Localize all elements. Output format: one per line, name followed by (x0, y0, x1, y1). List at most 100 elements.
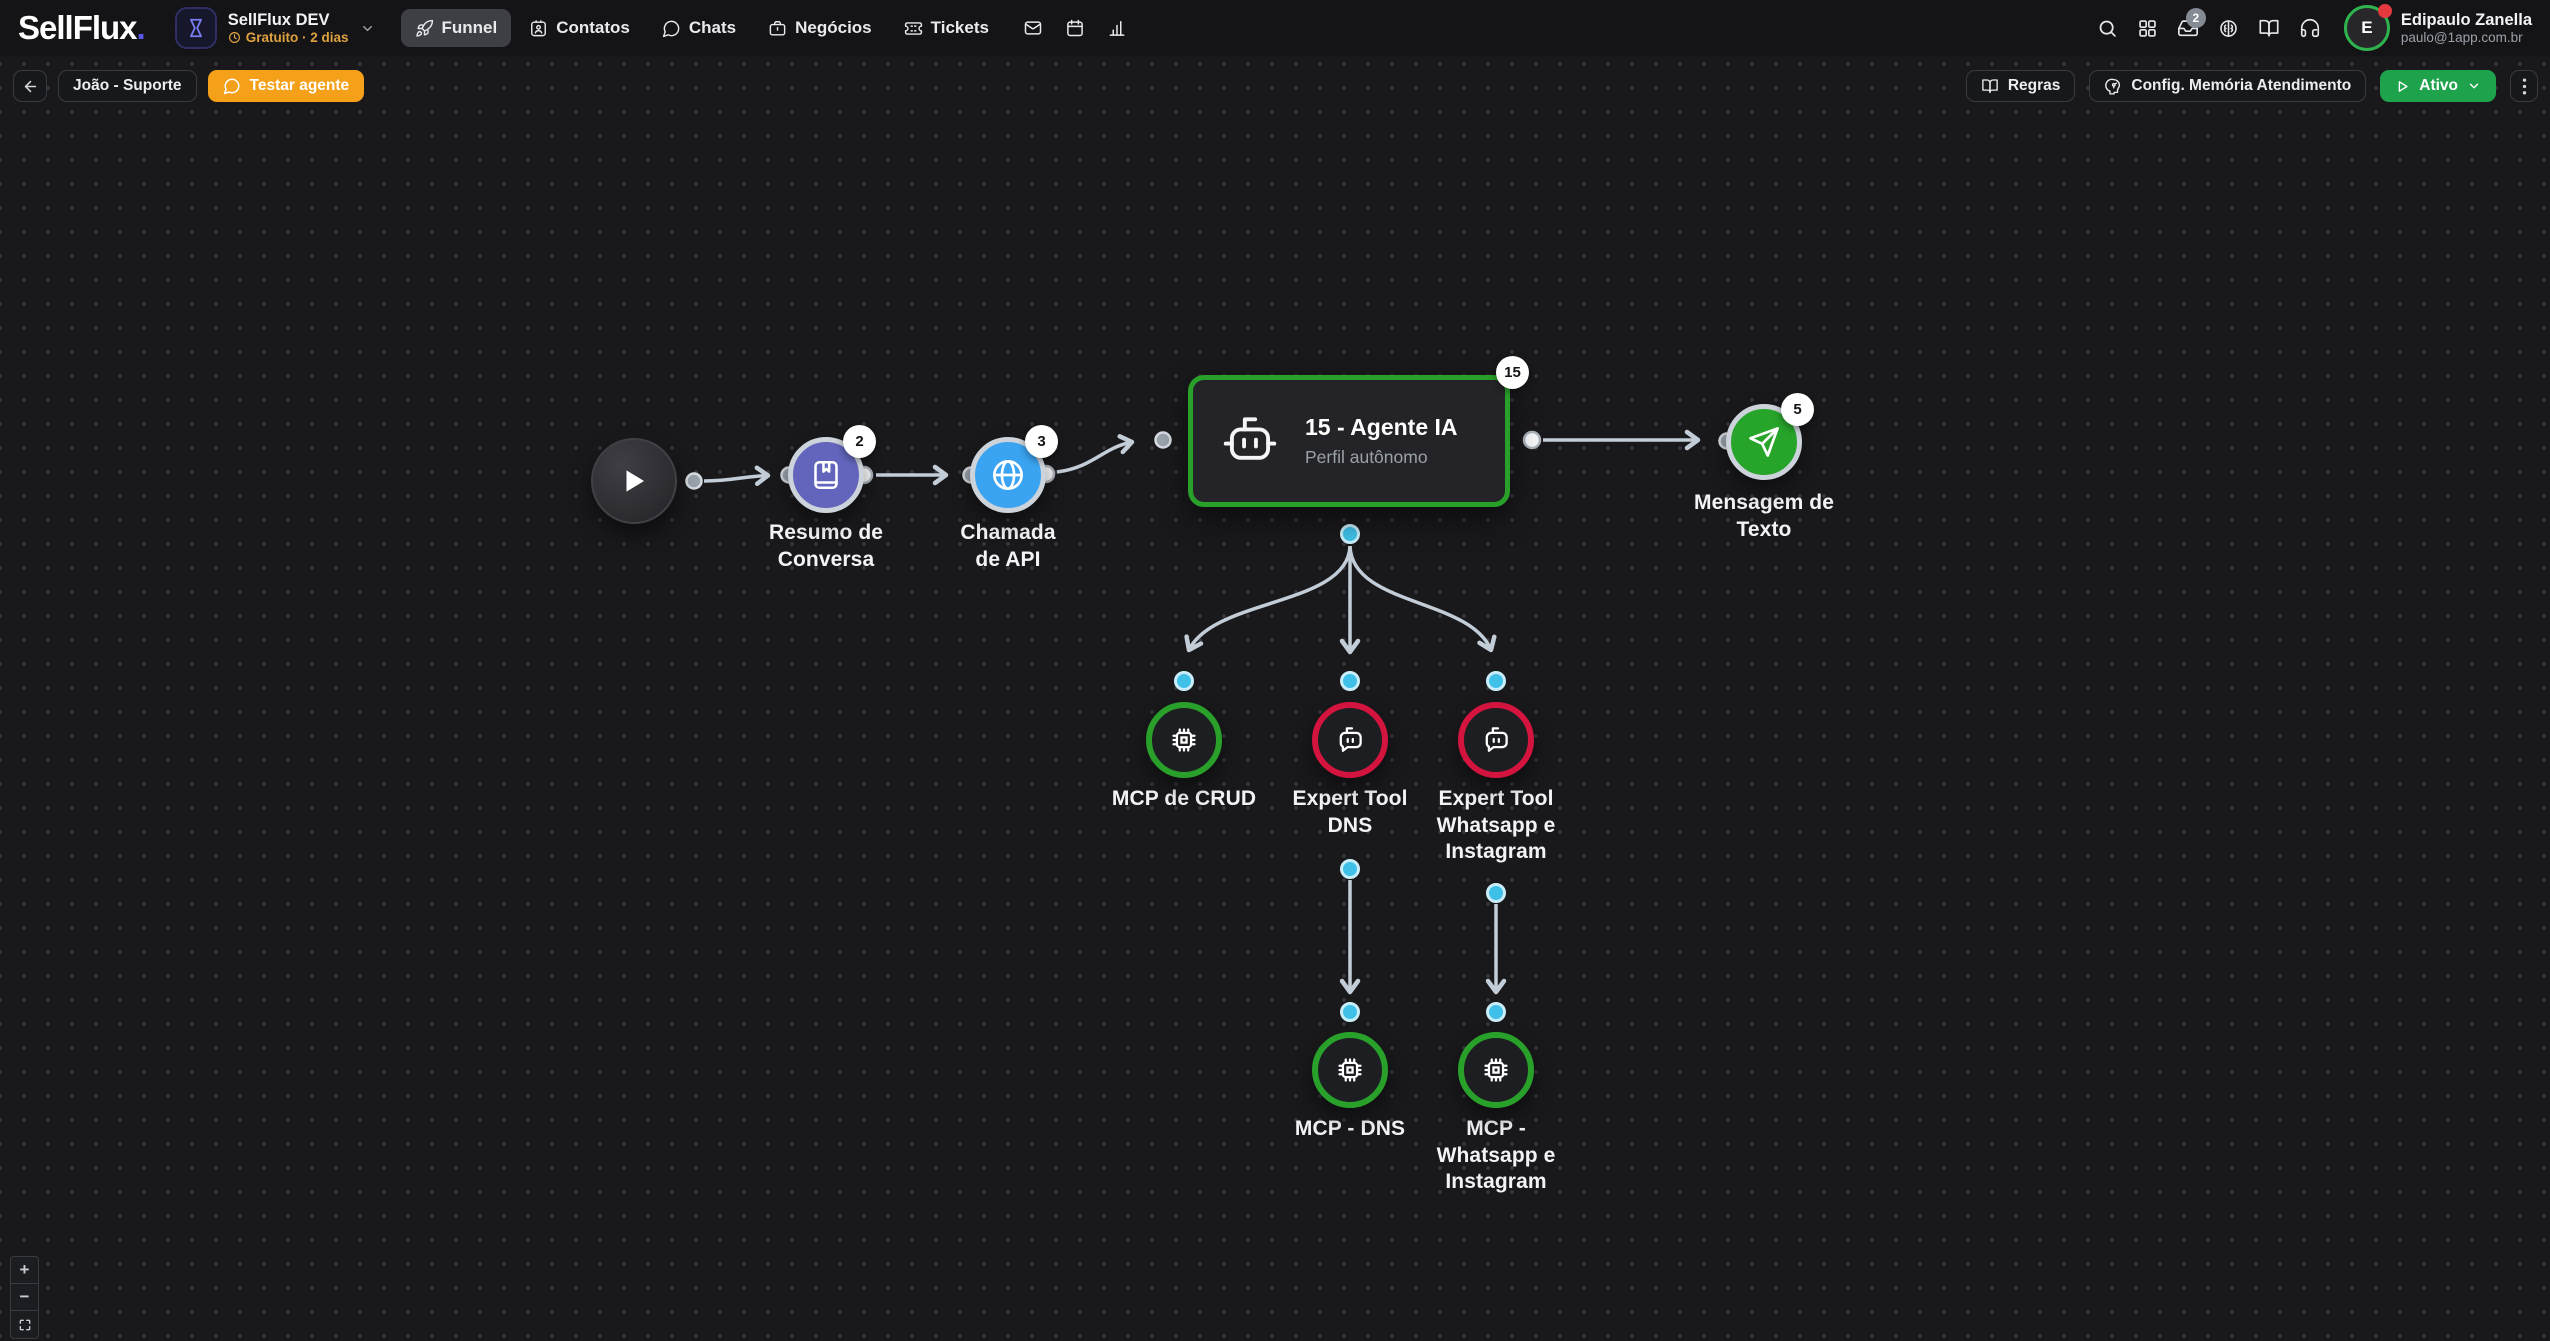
node-label-mcp-dns: MCP - DNS (1294, 1117, 1406, 1140)
test-agent-button[interactable]: Testar agente (207, 70, 365, 102)
book-open-icon (2259, 19, 2279, 37)
funnel-toolbar-right: Regras Config. Memória Atendimento Ativo (1965, 70, 2538, 102)
clock-icon (228, 32, 240, 43)
node-start[interactable] (591, 438, 677, 524)
brand-logo: SellFlux. (18, 9, 146, 46)
zoom-out-button[interactable]: − (11, 1284, 38, 1311)
memory-config-button[interactable]: Config. Memória Atendimento (2089, 70, 2367, 102)
edge-chamada-to-agente (1056, 434, 1135, 474)
send-icon (1749, 427, 1779, 457)
inbox-icon (2177, 20, 2198, 37)
port-expert-dns-in (1340, 671, 1360, 691)
edge-agente-to-mcp-crud (1184, 545, 1352, 653)
port-agente-out (1522, 430, 1542, 450)
chip-icon (1484, 1058, 1508, 1082)
workspace-selector[interactable]: SellFlux DEV Gratuito · 2 dias (174, 7, 375, 49)
more-options-button[interactable] (2510, 70, 2538, 102)
contact-card-icon (531, 19, 547, 36)
calendar-button[interactable] (1055, 9, 1095, 47)
port-agente-in (1154, 431, 1172, 449)
arrow-left-icon (24, 80, 36, 92)
port-agente-bottom (1340, 524, 1360, 544)
port-expert-whatsapp-out (1486, 883, 1506, 903)
edge-start-to-resumo (703, 465, 771, 486)
kebab-menu-icon (2522, 78, 2526, 94)
node-mcp-dns[interactable] (1312, 1032, 1388, 1108)
headset-icon (2300, 19, 2319, 38)
node-label-expert-whatsapp: Expert Tool Whatsapp e Instagram (1436, 787, 1556, 864)
node-mcp-crud[interactable] (1146, 702, 1222, 778)
globe-icon (993, 460, 1023, 490)
docs-button[interactable] (2258, 17, 2280, 39)
funnel-toolbar-left: João - Suporte Testar agente (13, 70, 365, 102)
brain-icon (2220, 19, 2237, 37)
node-agente-ia[interactable]: 15 - Agente IA Perfil autônomo (1188, 375, 1510, 507)
main-nav: Funnel Contatos Chats Negócios (400, 9, 1003, 47)
user-menu[interactable]: E Edipaulo Zanella paulo@1app.com.br (2343, 4, 2532, 51)
back-button[interactable] (13, 70, 47, 102)
port-start-out (685, 472, 703, 490)
node-label-chamada: Chamada de API (960, 521, 1056, 571)
edge-agente-to-expert-whatsapp (1348, 545, 1497, 653)
port-mcp-crud-in (1174, 671, 1194, 691)
support-button[interactable] (2299, 17, 2321, 39)
workspace-avatar (174, 7, 217, 49)
ai-brain-button[interactable] (2218, 18, 2239, 39)
node-label-expert-dns: Expert Tool DNS (1292, 787, 1408, 837)
briefcase-icon (769, 20, 786, 36)
status-active-button[interactable]: Ativo (2380, 70, 2496, 102)
node-expert-tool-whatsapp[interactable] (1458, 702, 1534, 778)
agent-title: 15 - Agente IA (1305, 414, 1458, 441)
hourglass-logo-icon (189, 18, 202, 38)
nav-tab-chats[interactable]: Chats (648, 9, 750, 47)
mail-icon (1024, 21, 1042, 35)
logo-dot: . (136, 9, 146, 46)
head-circuit-icon (2105, 78, 2121, 95)
book-icon (814, 460, 838, 490)
agent-subtitle: Perfil autônomo (1305, 446, 1428, 467)
port-expert-whatsapp-in (1486, 671, 1506, 691)
bot-bubble-icon (1339, 727, 1362, 752)
rules-button[interactable]: Regras (1965, 70, 2076, 102)
node-label-mensagem: Mensagem de Texto (1694, 491, 1834, 541)
bar-chart-icon (1109, 21, 1125, 36)
node-expert-tool-dns[interactable] (1312, 702, 1388, 778)
canvas-zoom-controls: + − (10, 1256, 39, 1339)
node-badge: 3 (1025, 425, 1058, 458)
chevron-down-icon (2469, 83, 2479, 89)
node-mcp-whatsapp[interactable] (1458, 1032, 1534, 1108)
user-name: Edipaulo Zanella (2400, 10, 2532, 29)
robot-icon (1223, 417, 1277, 460)
port-mcp-whatsapp-in (1486, 1002, 1506, 1022)
chevron-down-icon (362, 25, 372, 31)
fit-view-button[interactable] (11, 1311, 38, 1338)
inbox-button[interactable]: 2 (2177, 8, 2206, 39)
search-button[interactable] (2097, 18, 2118, 39)
port-mcp-dns-in (1340, 1002, 1360, 1022)
book-open-icon (1982, 79, 1998, 94)
node-label-mcp-whatsapp: MCP - Whatsapp e Instagram (1436, 1117, 1556, 1194)
workspace-plan-badge: Gratuito · 2 dias (228, 30, 349, 45)
chat-bubble-icon (223, 78, 239, 95)
funnel-name-button[interactable]: João - Suporte (58, 70, 197, 102)
analytics-button[interactable] (1097, 9, 1137, 47)
apps-grid-button[interactable] (2137, 18, 2158, 39)
rocket-icon (415, 19, 433, 37)
search-icon (2099, 20, 2116, 37)
topbar-right: 2 E Edipaulo Zanel (2097, 4, 2532, 51)
node-badge: 5 (1781, 393, 1814, 426)
nav-tab-negocios[interactable]: Negócios (754, 9, 886, 47)
node-label-resumo: Resumo de Conversa (768, 521, 884, 571)
zoom-in-button[interactable]: + (11, 1257, 38, 1284)
inbox-count-badge: 2 (2185, 8, 2206, 28)
mail-button[interactable] (1013, 9, 1053, 47)
nav-tab-contatos[interactable]: Contatos (515, 9, 644, 47)
play-icon (626, 470, 644, 492)
nav-tab-tickets[interactable]: Tickets (890, 9, 1003, 47)
notification-dot (2377, 4, 2392, 18)
user-email: paulo@1app.com.br (2400, 30, 2523, 46)
chip-icon (1338, 1058, 1362, 1082)
chip-icon (1172, 728, 1196, 752)
nav-tab-funnel[interactable]: Funnel (400, 9, 512, 47)
